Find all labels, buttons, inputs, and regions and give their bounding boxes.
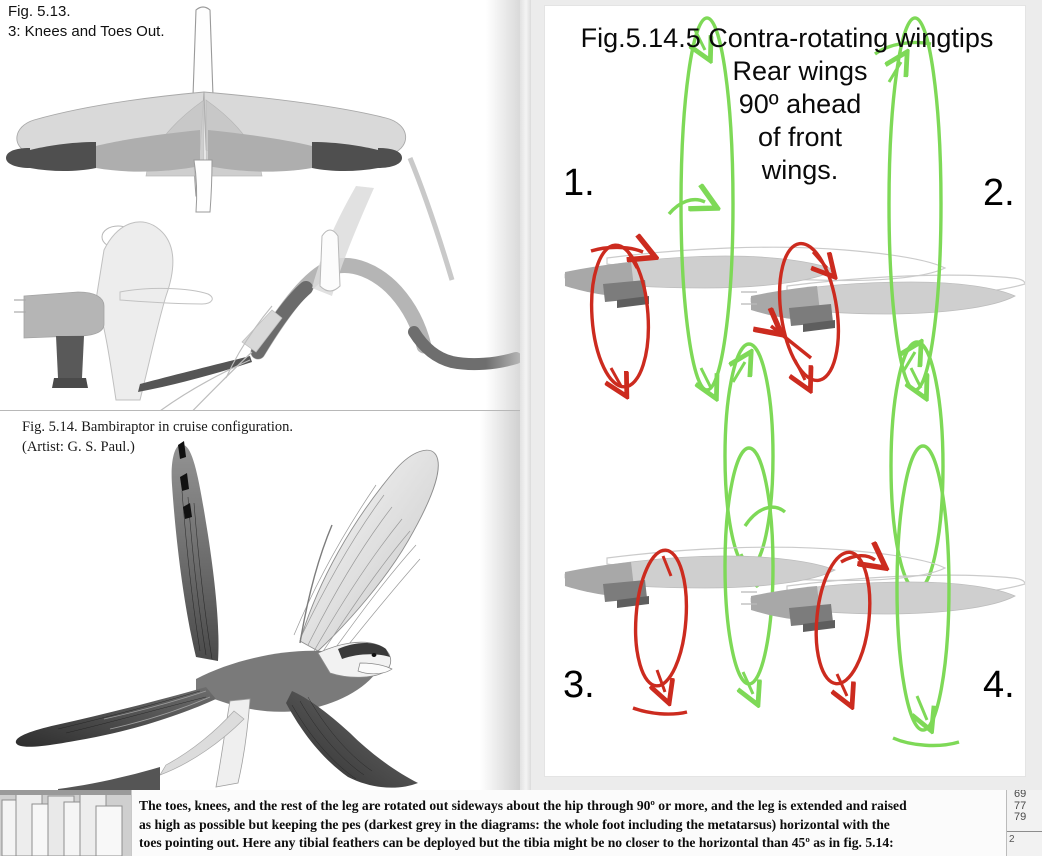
edge-divider (1007, 831, 1042, 832)
figure-5-13-caption: Fig. 5.13. 3: Knees and Toes Out. (8, 3, 165, 40)
contra-rotating-diagram (564, 16, 1025, 748)
side-view-group (14, 186, 520, 410)
figure-5-14-caption: Fig. 5.14. Bambiraptor in cruise configu… (22, 419, 294, 455)
lower-wing-dark (286, 691, 418, 788)
upper-wing-dark (171, 441, 219, 661)
body-and-head (196, 641, 393, 712)
upper-wing (293, 449, 439, 666)
column-gutter (520, 0, 531, 790)
panel-label-1: 1. (563, 162, 595, 204)
bottom-bar: The toes, knees, and the rest of the leg… (0, 790, 1042, 856)
figure-5-13-drawing (6, 6, 520, 410)
thumbnail-cards (0, 790, 131, 856)
page-thumbnail-stack[interactable] (0, 790, 131, 856)
hind-limb (58, 698, 251, 790)
front-view-group (6, 6, 455, 281)
body-paragraph: The toes, knees, and the rest of the leg… (139, 798, 907, 851)
rear-wing-rotation-1 (679, 16, 735, 392)
figure-5-13-panel: Fig. 5.13. 3: Knees and Toes Out. (0, 0, 521, 411)
panel-label-3: 3. (563, 664, 595, 706)
tail-filaments (103, 690, 211, 730)
right-column: Fig.5.14.5 Contra-rotating wingtips Rear… (531, 0, 1042, 790)
edge-small-number: 2 (1009, 834, 1015, 845)
quadrant-3 (564, 446, 947, 716)
panel-label-4: 4. (983, 664, 1015, 706)
left-column: Fig. 5.13. 3: Knees and Toes Out. (0, 0, 531, 790)
body-paragraph-block: The toes, knees, and the rest of the leg… (131, 790, 1007, 856)
bambiraptor-drawing (15, 441, 439, 790)
edge-number-column: 69 77 79 2 (1006, 790, 1042, 856)
panel-label-2: 2. (983, 172, 1015, 214)
quadrant-1 (564, 16, 947, 392)
edge-numbers: 69 77 79 (1014, 790, 1027, 823)
rear-wing-left (15, 687, 216, 747)
figure-5-14-5-card: Fig.5.14.5 Contra-rotating wingtips Rear… (545, 6, 1025, 776)
rear-wing-rotation-2 (887, 16, 943, 392)
figure-5-14-panel: Fig. 5.14. Bambiraptor in cruise configu… (0, 411, 521, 790)
quadrant-4 (741, 444, 1025, 748)
quadrant-2 (741, 16, 1025, 392)
